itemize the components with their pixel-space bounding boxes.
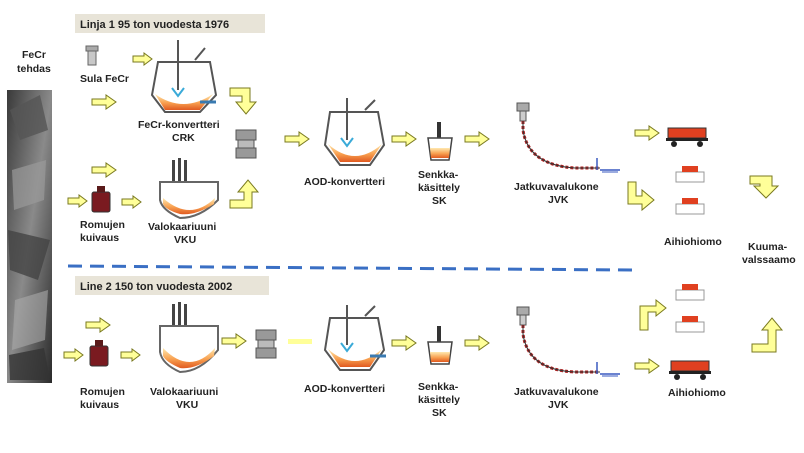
romujen-label-line2: kuivaus <box>80 232 119 244</box>
crk-label-line2: CRK <box>172 132 195 144</box>
sk2-label-line2: käsittely <box>418 394 460 406</box>
sk-ladle-icon <box>427 122 453 161</box>
crk-label-line1: FeCr-konvertteri <box>138 119 220 131</box>
sk2-label-line1: Senkka- <box>418 381 459 393</box>
scrap-bucket-icon <box>89 340 109 367</box>
sk-label-line3: SK <box>432 195 447 207</box>
rail-car-icon <box>669 360 711 380</box>
crk-converter-icon <box>150 40 218 113</box>
arrow-right-icon <box>221 333 247 349</box>
jvk-label-line2: JVK <box>548 194 569 206</box>
aihiohiomo2-label: Aihiohiomo <box>668 387 726 399</box>
slab-pile-icon <box>675 166 705 215</box>
jvk-caster-icon <box>516 102 620 173</box>
sidebar-title-line2: tehdas <box>17 63 51 75</box>
arrow-right-icon <box>284 131 310 147</box>
line1-header-box <box>75 14 265 33</box>
vku2-label-line1: Valokaariuuni <box>150 386 218 398</box>
arrow-right-icon <box>634 358 660 374</box>
arrow-right-icon <box>391 335 417 351</box>
faded-arrow-icon <box>288 339 312 344</box>
bent-arrow-down-icon <box>229 87 258 115</box>
aod-converter-icon <box>323 98 386 166</box>
bent-arrow-up-icon <box>751 317 784 353</box>
bent-arrow-down-icon <box>749 175 780 199</box>
ladle-stack-icon <box>255 329 277 359</box>
bent-arrow-up-icon <box>229 179 260 209</box>
arrow-right-icon <box>91 162 117 178</box>
jvk2-label-line1: Jatkuvavalukone <box>514 386 599 398</box>
vku2-label-line2: VKU <box>176 399 198 411</box>
bent-arrow-right-icon <box>627 181 655 212</box>
jvk-label-line1: Jatkuvavalukone <box>514 181 599 193</box>
kuuma-label-line2: valssaamo <box>742 254 796 266</box>
vku-label-line2: VKU <box>174 234 196 246</box>
sula-fecr-label: Sula FeCr <box>80 73 129 85</box>
sula-fecr-icon <box>85 45 99 66</box>
romujen-label-line1: Romujen <box>80 219 125 231</box>
arrow-right-icon <box>67 194 88 208</box>
line2-header-box <box>75 276 269 295</box>
bent-arrow-up-right-icon <box>639 298 667 331</box>
aod-converter-icon <box>323 305 386 371</box>
vku-label-line1: Valokaariuuni <box>148 221 216 233</box>
line1-header: Linja 1 95 ton vuodesta 1976 <box>80 19 229 31</box>
rail-car-icon <box>666 127 708 147</box>
arrow-right-icon <box>132 52 153 66</box>
ladle-stack-icon <box>235 129 257 159</box>
vku-furnace-icon <box>159 302 219 374</box>
aihiohiomo-label: Aihiohiomo <box>664 236 722 248</box>
arrow-right-icon <box>464 131 490 147</box>
sk-label-line2: käsittely <box>418 182 460 194</box>
arrow-right-icon <box>634 125 660 141</box>
line2-header: Line 2 150 ton vuodesta 2002 <box>80 281 232 293</box>
slab-pile-icon <box>675 284 705 333</box>
sk-label-line1: Senkka- <box>418 169 459 181</box>
arrow-right-icon <box>391 131 417 147</box>
jvk2-label-line2: JVK <box>548 399 569 411</box>
arrow-right-icon <box>85 317 111 333</box>
arrow-right-icon <box>121 195 142 209</box>
sidebar-title-line1: FeCr <box>22 49 46 61</box>
aod2-label: AOD-konvertteri <box>304 383 385 395</box>
arrow-right-icon <box>120 348 141 362</box>
arrow-right-icon <box>63 348 84 362</box>
arrow-right-icon <box>464 335 490 351</box>
arrow-right-icon <box>91 94 117 110</box>
jvk-caster-icon <box>516 306 620 377</box>
scrap-photo <box>7 90 52 383</box>
sk-ladle-icon <box>427 326 453 365</box>
romujen2-label-line1: Romujen <box>80 386 125 398</box>
aod-label: AOD-konvertteri <box>304 176 385 188</box>
scrap-bucket-icon <box>91 186 111 213</box>
sk2-label-line3: SK <box>432 407 447 419</box>
romujen2-label-line2: kuivaus <box>80 399 119 411</box>
line-divider <box>67 264 633 272</box>
vku-furnace-icon <box>159 158 219 220</box>
kuuma-label-line1: Kuuma- <box>748 241 788 253</box>
